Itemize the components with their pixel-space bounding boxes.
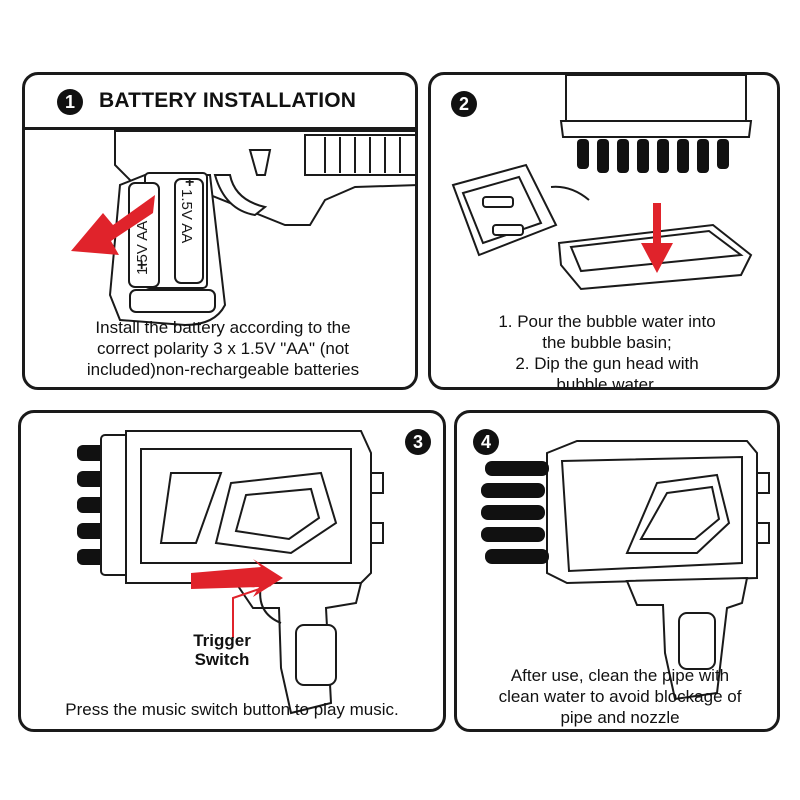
caption-line: clean water to avoid blockage of (498, 687, 742, 706)
panel-music-switch: 3 T (18, 410, 446, 732)
battery-illustration: 1.5V AA 1.5V AA + + (71, 130, 415, 327)
gun-angled-illustration (481, 440, 770, 701)
panel-bubble-water: 2 (428, 72, 780, 390)
battery-label-1: 1.5V AA (134, 221, 151, 275)
panel-1-caption: Install the battery according to the cor… (45, 317, 401, 380)
caption-line: After use, clean the pipe with (510, 666, 730, 685)
caption-line: pipe and nozzle (560, 708, 680, 727)
caption-line: 2. Dip the gun head with (515, 354, 699, 373)
panel-2-caption: 1. Pour the bubble water into the bubble… (441, 311, 773, 390)
caption-line: bubble water. (556, 375, 658, 390)
panel-1-header: 1 BATTERY INSTALLATION (25, 75, 415, 130)
panel-3-caption: Press the music switch button to play mu… (65, 700, 399, 719)
label-line: Switch (194, 650, 250, 669)
panel-4-caption: After use, clean the pipe with clean wat… (463, 665, 777, 728)
step-number-badge: 2 (451, 91, 477, 117)
svg-text:+: + (185, 174, 194, 191)
label-line: Trigger (193, 631, 251, 650)
trigger-switch-label: Trigger Switch (187, 631, 257, 669)
caption-line: included)non-rechargeable batteries (86, 360, 360, 379)
panel-1-title: BATTERY INSTALLATION (99, 89, 357, 112)
step-number-badge: 3 (405, 429, 431, 455)
caption-line: correct polarity 3 x 1.5V "AA" (not (96, 339, 350, 358)
caption-line: Install the battery according to the (95, 318, 351, 337)
step-number-badge: 4 (473, 429, 499, 455)
switch-arrow (191, 559, 283, 597)
bubble-basin-illustration (451, 75, 753, 291)
insert-arrow (71, 195, 155, 255)
step-number-badge: 1 (57, 89, 83, 115)
battery-label-2: 1.5V AA (178, 189, 195, 243)
caption-line: 1. Pour the bubble water into (498, 312, 716, 331)
pour-arrow (641, 203, 673, 273)
panel-battery-installation: 1 BATTERY INSTALLATION 1.5V AA 1.5V AA (22, 72, 418, 390)
panel-clean-after-use: 4 After use, clean the pipe with clean w… (454, 410, 780, 732)
svg-text:+: + (137, 257, 146, 274)
gun-side-illustration (77, 430, 384, 715)
caption-line: the bubble basin; (542, 333, 672, 352)
